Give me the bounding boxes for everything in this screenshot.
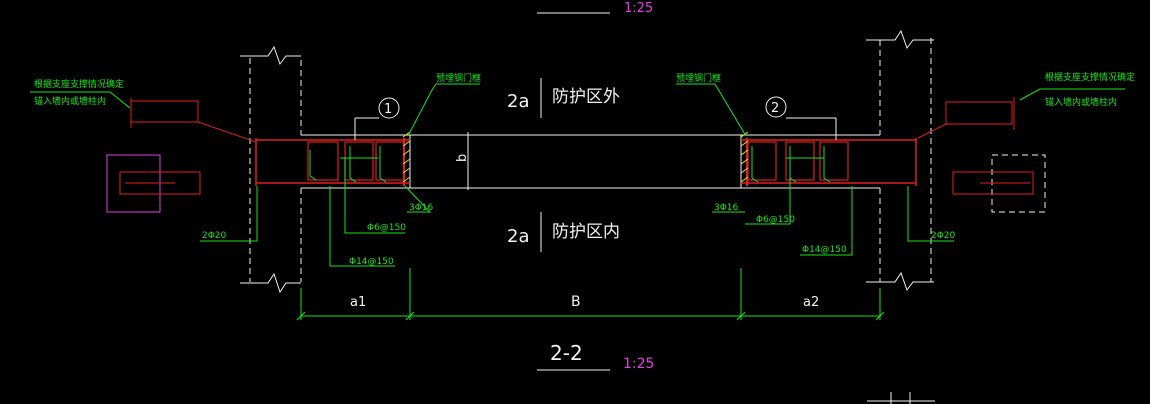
right-stirrup-label: Φ6@150: [756, 215, 795, 225]
left-steel-frame-hatch: [402, 131, 411, 183]
outer-zone-label: 防护区外: [552, 87, 620, 107]
section-scale: 1:25: [623, 356, 654, 372]
detail-1-circle: [378, 97, 400, 119]
detail-2-circle: [765, 96, 787, 118]
detail-2-number: 2: [771, 101, 779, 116]
right-column-bar: [952, 171, 1034, 195]
right-corner-rebar-label: 2Φ20: [931, 231, 956, 241]
left-stirrups: [309, 146, 387, 183]
top-scale-label: 1:25: [624, 1, 653, 16]
left-edge-rebar-label: 3Φ16: [409, 203, 434, 213]
right-edge-rebar-label: 3Φ16: [714, 203, 739, 213]
left-frame-label: 预埋钢门框: [436, 72, 481, 84]
left-frame-leader: [407, 83, 437, 137]
right-stirrups: [751, 146, 831, 183]
right-steel-frame-hatch: [740, 131, 749, 183]
right-note-line2: 锚入墙内或墙柱内: [1045, 96, 1117, 108]
right-frame-leader: [676, 83, 747, 137]
left-break-top: [240, 45, 301, 66]
section-title: 2-2: [550, 341, 583, 365]
right-rebar-cage: [741, 138, 917, 186]
height-mark-label: b: [455, 154, 470, 162]
right-frame-label: 预埋钢门框: [676, 72, 721, 84]
dimension-a2: a2: [803, 295, 819, 310]
dimension-B: B: [571, 294, 581, 310]
dimension-a1: a1: [350, 295, 366, 310]
left-column-bar: [119, 171, 201, 195]
right-note-leader: [1019, 88, 1125, 101]
inner-zone-label: 防护区内: [552, 222, 620, 242]
left-rebar-cage: [255, 138, 410, 186]
inner-thickness-label: 2a: [507, 226, 529, 247]
left-note-leader: [30, 91, 131, 109]
right-break-bottom: [866, 271, 934, 292]
outer-thickness-label: 2a: [507, 91, 529, 112]
left-anchor-block: [130, 100, 199, 123]
left-break-bottom: [240, 272, 301, 294]
left-corner-rebar-label: 2Φ20: [202, 231, 227, 241]
right-main-rebar-label: Φ14@150: [802, 245, 847, 255]
left-note-line1: 根据支座支撑情况确定: [34, 78, 124, 90]
detail-1-number: 1: [384, 102, 392, 117]
left-main-rebar-label: Φ14@150: [349, 257, 394, 267]
right-anchor-block: [945, 101, 1013, 125]
left-note-line2: 锚入墙内或墙柱内: [34, 95, 106, 107]
left-stirrup-label: Φ6@150: [367, 223, 406, 233]
right-break-top: [866, 29, 934, 50]
right-note-line1: 根据支座支撑情况确定: [1045, 71, 1135, 83]
dimension-line: [296, 268, 885, 321]
